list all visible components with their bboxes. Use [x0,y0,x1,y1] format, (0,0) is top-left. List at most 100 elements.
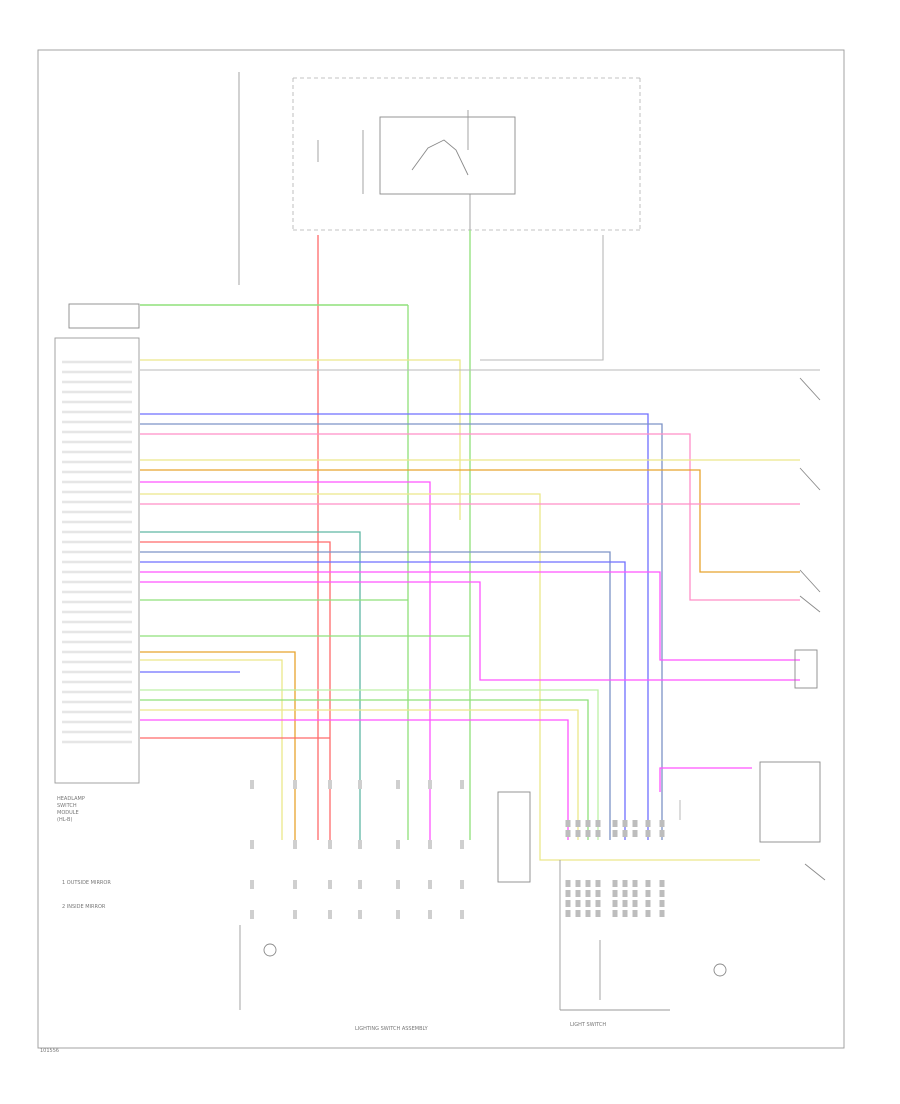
connector-pin [396,910,400,919]
connector-pin [293,880,297,889]
connector-pin [575,890,581,897]
connector-pin [250,880,254,889]
wire-magenta-2 [140,571,800,661]
connector-pin [632,820,638,827]
connector-pin [585,830,591,837]
connector-pin [659,890,665,897]
connector-pin [396,840,400,849]
wire-orange-1 [140,469,800,573]
connector-pin [396,780,400,789]
connector-pin [428,780,432,789]
connector-pin [575,820,581,827]
connector-pin [328,910,332,919]
connector-pin [622,890,628,897]
connector-pin [328,880,332,889]
connector-pin [622,820,628,827]
connector-pin [328,840,332,849]
connector-pin [575,910,581,917]
connector-pin [585,900,591,907]
bottom-components [239,791,727,1011]
connector-pin [622,910,628,917]
connector-pin [358,910,362,919]
connector-pin [612,830,618,837]
connector-pin [358,780,362,789]
connector-pin [632,880,638,887]
connector-pin [565,890,571,897]
wire-magenta-1 [140,481,431,840]
diagram-code: 101556 [40,1048,59,1054]
connector-pin [358,880,362,889]
wire-yellow-1 [140,359,461,520]
connector-pin [575,830,581,837]
top-fuse-block [238,72,641,285]
connector-pin [645,820,651,827]
wire-green-4 [140,699,589,840]
connector-pin [632,910,638,917]
connector-pin [565,830,571,837]
connector-pin [622,900,628,907]
connector-pin [358,840,362,849]
connector-pin [595,900,601,907]
wire-slate-1 [140,423,663,840]
connector-pin [595,880,601,887]
connector-pin [645,900,651,907]
connector-pin [612,890,618,897]
connector-pin [575,900,581,907]
connector-pin [612,900,618,907]
connector-pin [565,910,571,917]
connector-pin [585,910,591,917]
connector-pin [565,880,571,887]
connector-pin [622,880,628,887]
connector-pin [632,830,638,837]
connector-pin [250,780,254,789]
connector-pin [612,820,618,827]
connector-pin [460,780,464,789]
connector-pin [428,880,432,889]
connector-pin [293,840,297,849]
lighting-switch-assembly-label: LIGHTING SWITCH ASSEMBLY [355,1026,429,1032]
wire-slate-2 [140,551,611,840]
module-pin-labels [62,360,132,744]
connector-pin [460,880,464,889]
connector-pin [612,880,618,887]
connector-pin [428,840,432,849]
connector-pin [428,910,432,919]
wire-blue-1 [140,413,649,840]
connector-pin [396,880,400,889]
connector-pin [460,910,464,919]
connector-pin [328,780,332,789]
connector-pin [595,910,601,917]
wire-orange-2 [140,651,296,840]
connector-pin [585,890,591,897]
connector-pin [645,830,651,837]
connector-pin [645,890,651,897]
connector-pin [632,890,638,897]
connector-pin [659,820,665,827]
light-switch-label: LIGHT SWITCH [570,1022,606,1028]
connector-pin [659,910,665,917]
wire-yellow-5 [140,709,579,840]
connector-pin [645,880,651,887]
right-switches [759,377,826,881]
wire-magenta-3 [140,581,800,681]
connector-pin [585,880,591,887]
mirror-sensor-module [68,303,140,329]
wire-teal-1 [140,531,361,840]
wire-magenta-4 [140,719,569,840]
wire-pink-1 [140,433,800,601]
connector-pin [595,890,601,897]
connector-pin [659,880,665,887]
headlamp-switch-module-box [54,337,140,784]
connector-pin [595,820,601,827]
connector-pin [612,910,618,917]
bottom-connectors [250,780,665,919]
wire-yellow-3 [140,493,760,861]
connector-pin [645,910,651,917]
connector-pin [622,830,628,837]
connector-pin [293,780,297,789]
footnote-2: 2 INSIDE MIRROR [62,904,106,910]
connector-pin [659,830,665,837]
connector-pin [632,900,638,907]
